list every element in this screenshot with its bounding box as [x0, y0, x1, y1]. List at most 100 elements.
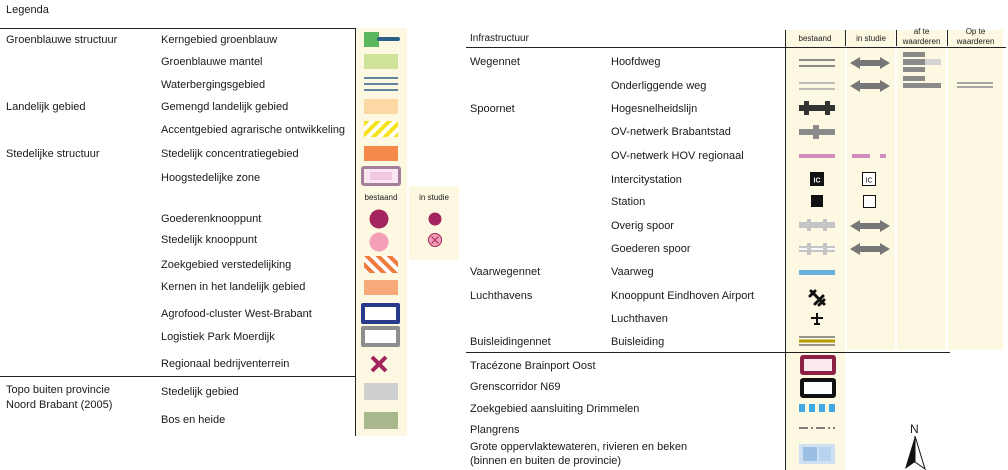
group-stedelijk: Stedelijke structuur	[6, 148, 100, 160]
right-col-divider	[896, 30, 897, 46]
swatch-hogesnelheidslijn	[799, 101, 835, 115]
group-wegennet: Wegennet	[470, 56, 520, 68]
bottom-item-label-line2: (binnen en buiten de provincie)	[470, 455, 622, 467]
legend-item-label: Accentgebied agrarische ontwikkeling	[161, 124, 346, 136]
double-arrow-icon	[850, 57, 890, 69]
airport-icon	[808, 289, 826, 307]
swatch-kernen-landelijk	[364, 280, 398, 295]
swatch-onderliggende-weg	[799, 82, 835, 90]
swatch-onderliggende-weg-op-te-waarderen	[957, 82, 993, 88]
swatch-vaarweg	[799, 270, 835, 275]
right-header-rule	[466, 47, 1006, 48]
double-arrow-icon	[850, 80, 890, 92]
infra-item-label: Hogesnelheidslijn	[611, 103, 698, 115]
bottom-item-label: Grenscorridor N69	[470, 381, 561, 393]
bottom-item-label: Plangrens	[470, 424, 520, 436]
swatch-hoogstedelijke-zone	[361, 166, 401, 186]
col-header-bestaand: bestaand	[798, 34, 832, 43]
right-col-divider	[785, 30, 786, 470]
swatch-stedelijk-gebied	[364, 383, 398, 400]
infra-header: Infrastructuur	[470, 33, 529, 44]
swatch-plangrens	[799, 427, 835, 429]
right-op-te-column	[948, 30, 1003, 350]
legend-item-label: Kernen in het landelijk gebied	[161, 281, 306, 293]
legend-item-label: Waterbergingsgebied	[161, 79, 266, 91]
left-col-in-studie-header: in studie	[419, 193, 449, 202]
left-col-bestaand-header: bestaand	[364, 193, 398, 202]
swatch-ov-brabantstad	[799, 125, 835, 139]
group-luchthavens: Luchthavens	[470, 290, 533, 302]
left-bottom-rule	[0, 376, 402, 377]
swatch-hoofdweg	[799, 59, 835, 67]
right-mid-rule	[466, 352, 950, 353]
infra-item-label: Goederen spoor	[611, 243, 691, 255]
col-header-af-te-2: waarderen	[902, 37, 941, 46]
infra-item-label: Vaarweg	[611, 266, 654, 278]
ic-label: IC	[814, 178, 821, 185]
swatch-station-in-studie	[863, 195, 876, 208]
bottom-item-label: Tracézone Brainport Oost	[470, 360, 596, 372]
infra-item-label: OV-netwerk HOV regionaal	[611, 150, 744, 162]
swatch-goederenknooppunt-in-studie	[428, 212, 442, 226]
small-airport-icon	[811, 313, 823, 325]
swatch-groenblauwe-mantel	[364, 54, 398, 69]
legend-item-label: Regionaal bedrijventerrein	[161, 358, 290, 370]
col-header-in-studie: in studie	[856, 34, 886, 43]
infra-item-label: Intercitystation	[611, 174, 682, 186]
legend-item-label: Goederenknooppunt	[161, 213, 262, 225]
legend-item-label: Stedelijk gebied	[161, 386, 239, 398]
double-arrow-icon	[850, 220, 890, 232]
infra-item-label: Onderliggende weg	[611, 80, 707, 92]
left-top-rule	[0, 28, 402, 29]
legend-item-label: Bos en heide	[161, 414, 226, 426]
group-groenblauw: Groenblauwe structuur	[6, 34, 118, 46]
swatch-ov-hov-regionaal	[799, 154, 835, 158]
swatch-regionaal-bedrijventerrein	[370, 355, 388, 373]
swatch-oppervlaktewateren	[799, 444, 835, 464]
legend-item-label: Agrofood-cluster West-Brabant	[161, 308, 312, 320]
swatch-overig-spoor	[799, 219, 835, 231]
left-column-divider	[355, 28, 356, 436]
swatch-buisleiding	[799, 336, 835, 346]
swatch-tracezone-brainport	[800, 355, 836, 375]
col-header-op-te-1: Op te	[965, 27, 986, 36]
legend-item-label: Hoogstedelijke zone	[161, 172, 261, 184]
col-header-af-te-1: af te	[913, 27, 930, 36]
infra-item-label: Hoofdweg	[611, 56, 661, 68]
group-topo-line1: Topo buiten provincie	[6, 384, 110, 396]
north-arrow-icon	[905, 436, 926, 470]
swatch-station	[811, 195, 823, 207]
swatch-stedelijk-knooppunt-in-studie	[428, 233, 442, 247]
legend-item-label: Stedelijk concentratiegebied	[161, 148, 299, 160]
swatch-hoofdweg-af-te-waarderen	[903, 52, 941, 88]
north-label: N	[910, 422, 919, 436]
right-col-divider	[845, 30, 846, 46]
legend-item-label: Zoekgebied verstedelijking	[161, 259, 292, 271]
swatch-logistiek-park	[361, 326, 400, 347]
swatch-goederen-spoor	[799, 243, 835, 255]
swatch-zoekgebied-drimmelen	[799, 404, 835, 412]
swatch-zoekgebied-verstedelijking	[364, 256, 398, 273]
group-vaarwegennet: Vaarwegennet	[470, 266, 541, 278]
infra-item-label: OV-netwerk Brabantstad	[611, 126, 731, 138]
group-topo-line2: Noord Brabant (2005)	[6, 399, 113, 411]
swatch-intercitystation-in-studie: IC	[862, 172, 876, 186]
infra-item-label: Knooppunt Eindhoven Airport	[611, 290, 755, 302]
swatch-gemengd-landelijk	[364, 99, 398, 114]
legend-title: Legenda	[6, 4, 49, 16]
bottom-item-label: Zoekgebied aansluiting Drimmelen	[470, 403, 640, 415]
col-header-op-te-2: waarderen	[956, 37, 995, 46]
swatch-accentgebied	[364, 121, 398, 137]
infra-item-label: Luchthaven	[611, 313, 668, 325]
swatch-bos-heide	[364, 412, 398, 429]
group-spoornet: Spoornet	[470, 103, 515, 115]
ic-label: IC	[866, 178, 873, 185]
bottom-item-label: Grote oppervlaktewateren, rivieren en be…	[470, 441, 688, 453]
infra-item-label: Buisleiding	[611, 336, 665, 348]
swatch-intercitystation: IC	[810, 172, 824, 186]
legend-item-label: Groenblauwe mantel	[161, 56, 263, 68]
legend-item-label: Gemengd landelijk gebied	[161, 101, 289, 113]
legend-item-label: Kerngebied groenblauw	[161, 34, 278, 46]
legend-item-label: Stedelijk knooppunt	[161, 234, 258, 246]
swatch-stedelijk-knooppunt	[369, 232, 389, 252]
